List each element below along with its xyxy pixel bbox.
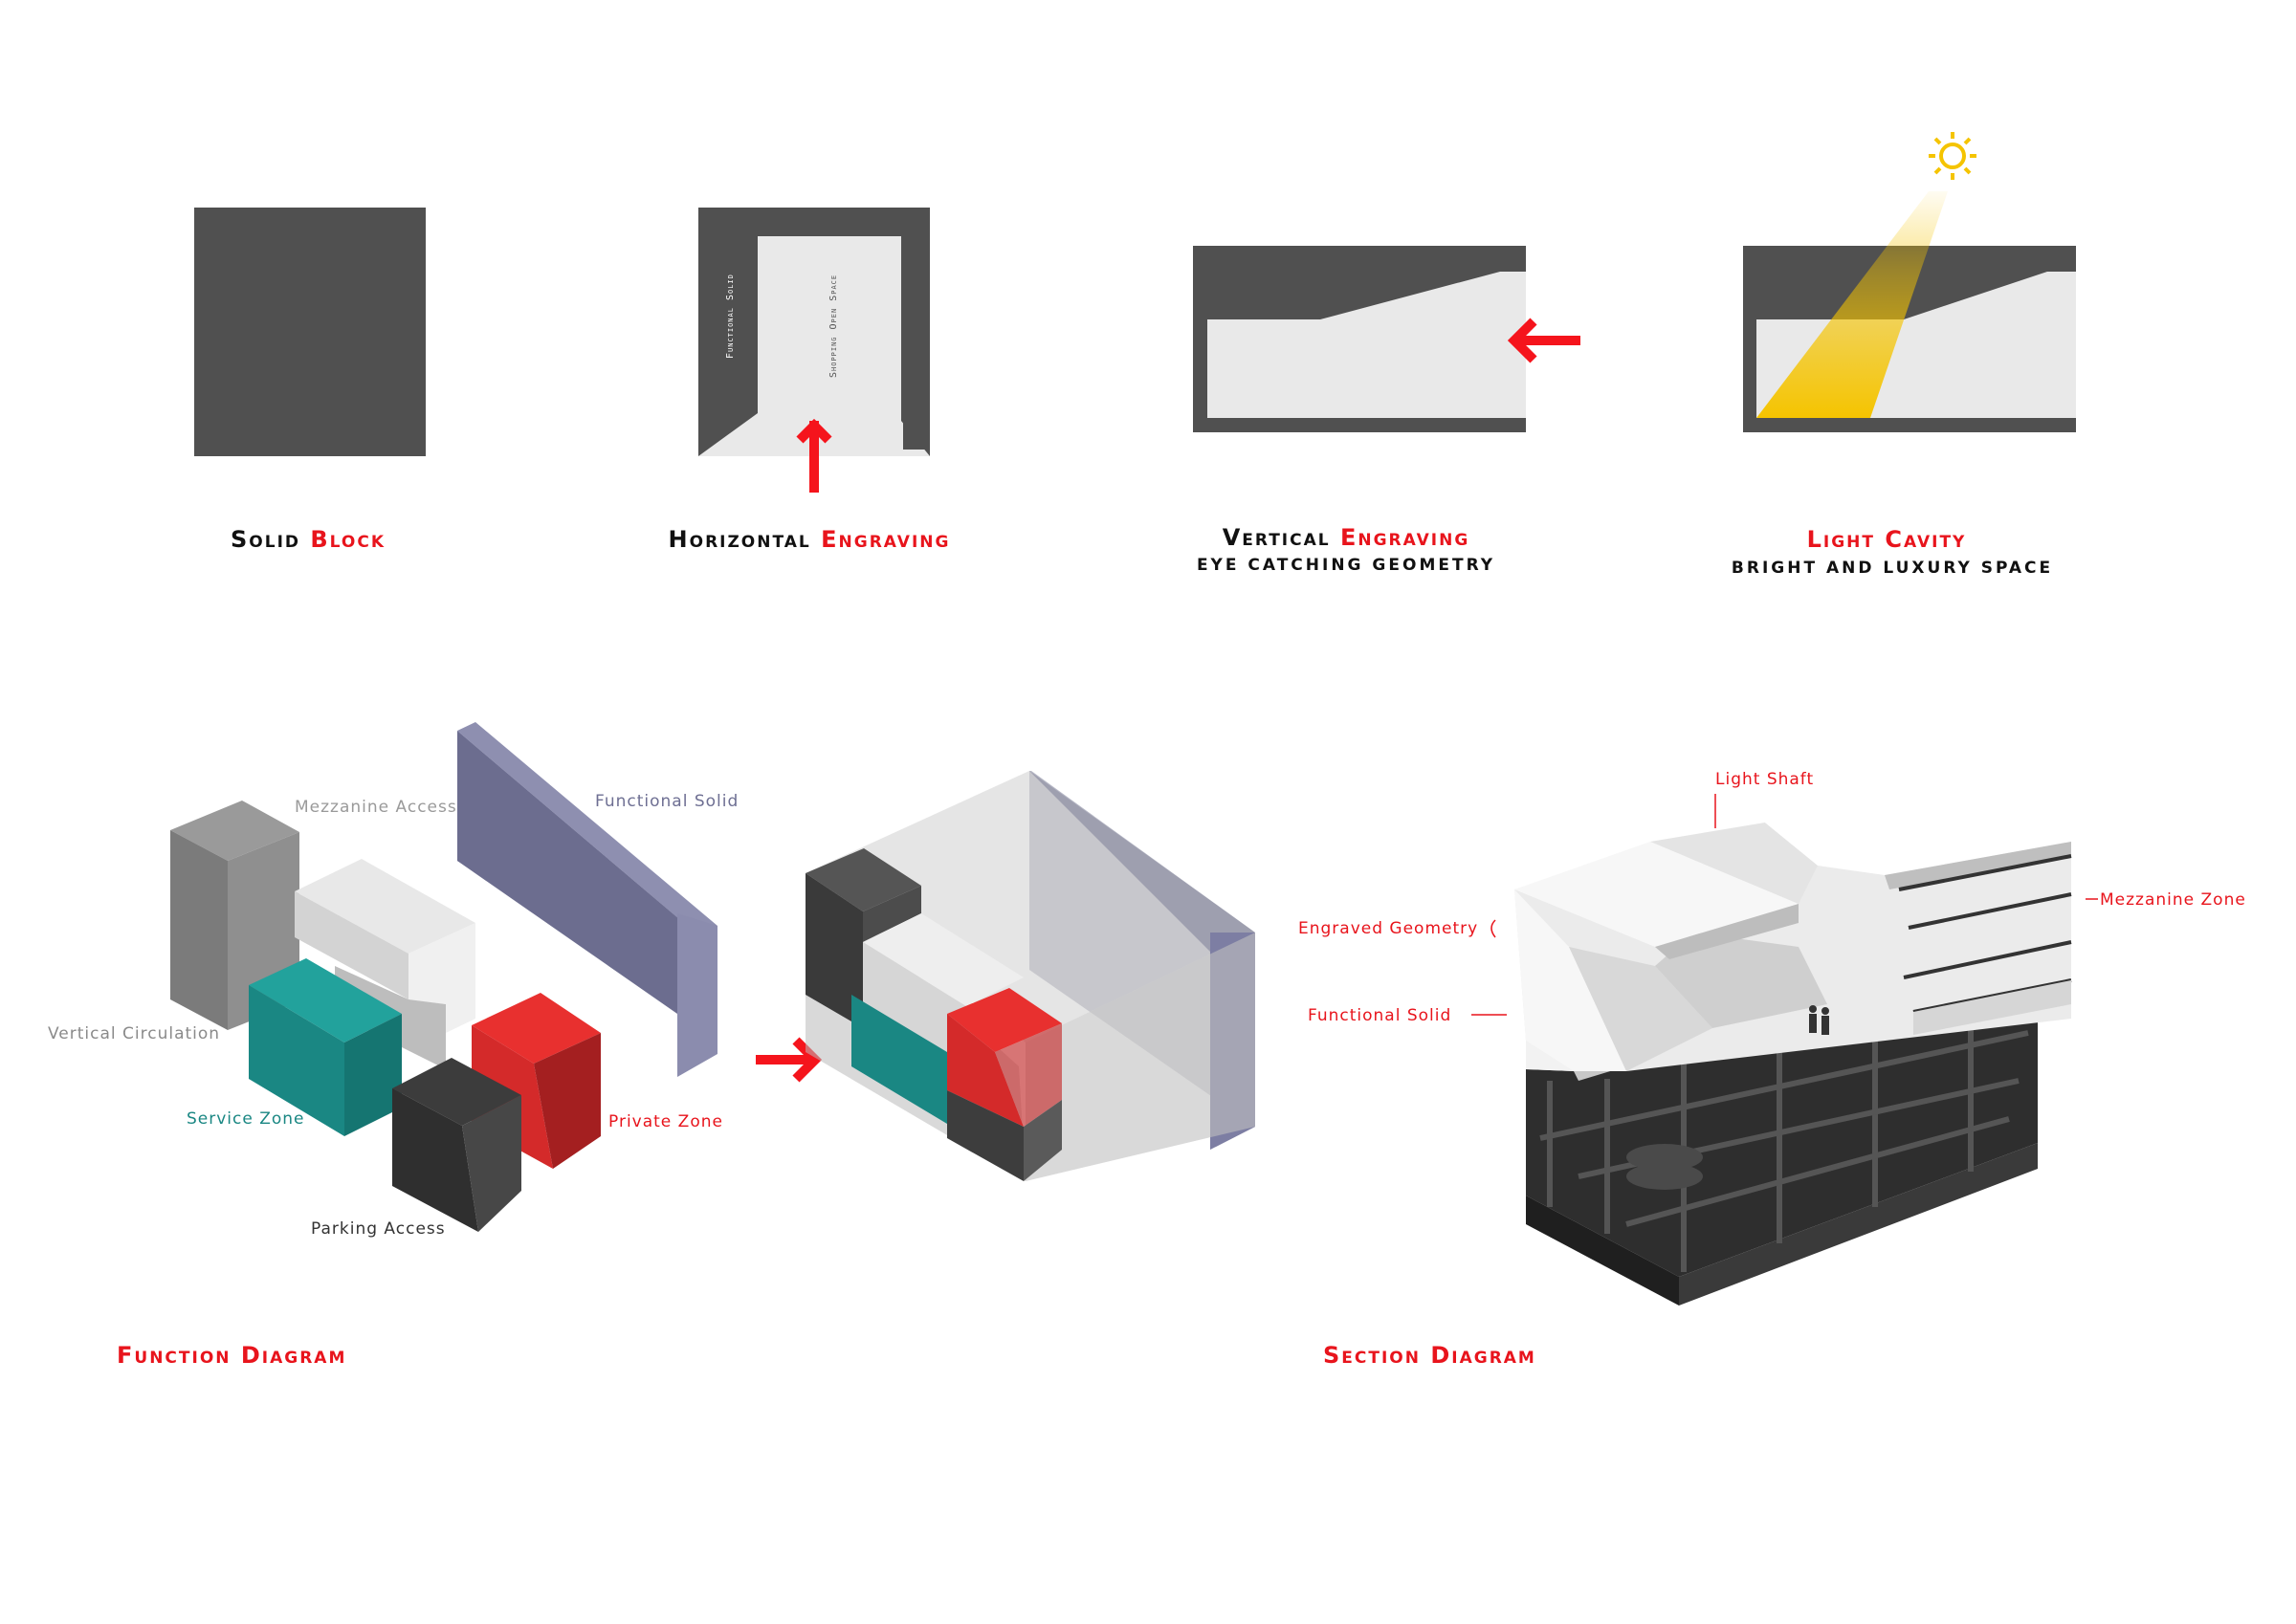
label-private-zone: Private Zone (608, 1112, 723, 1131)
label-mezzanine-zone: Mezzanine Zone (2100, 890, 2246, 910)
light-cavity-diagram (1743, 132, 2076, 432)
label-parking-access: Parking Access (311, 1219, 446, 1239)
shopping-open-space-vertical-label: Shopping Open Space (828, 274, 839, 378)
function-diagram-title: Function Diagram (117, 1342, 346, 1369)
label-mezzanine-access: Mezzanine Access (295, 798, 457, 817)
horizontal-engraving-diagram: Functional Solid Shopping Open Space (698, 208, 930, 493)
solid-block-title: Solid Block (231, 526, 386, 553)
section-model (1514, 790, 2072, 1306)
label-functional-solid: Functional Solid (595, 792, 739, 811)
light-cavity-title: Light Cavity (1807, 526, 1967, 553)
functional-solid-vertical-label: Functional Solid (725, 274, 736, 359)
function-assembled-volume (806, 771, 1255, 1181)
label-section-functional-solid: Functional Solid (1308, 1006, 1451, 1025)
horizontal-engraving-title: Horizontal Engraving (669, 526, 951, 553)
light-cavity-subtitle: bright and luxury space (1732, 559, 2053, 578)
sun-icon (1929, 132, 1976, 180)
label-light-shaft: Light Shaft (1715, 770, 1814, 789)
vertical-engraving-diagram (1193, 246, 1580, 432)
arrow-left-icon (1507, 318, 1580, 363)
label-engraved-geometry: Engraved Geometry (1298, 919, 1478, 938)
label-service-zone: Service Zone (187, 1109, 305, 1129)
label-vertical-circulation: Vertical Circulation (48, 1024, 220, 1043)
arrow-right-icon (756, 1037, 823, 1083)
vertical-engraving-title: Vertical Engraving (1223, 524, 1470, 551)
people-figures-icon (1809, 1005, 1829, 1035)
section-diagram-title: Section Diagram (1323, 1342, 1536, 1369)
arrow-up-icon (796, 418, 832, 493)
function-exploded-blocks (170, 722, 718, 1232)
section-leaders (1471, 794, 2098, 1016)
solid-block-diagram (194, 208, 426, 456)
vertical-engraving-subtitle: eye catching geometry (1197, 556, 1495, 575)
